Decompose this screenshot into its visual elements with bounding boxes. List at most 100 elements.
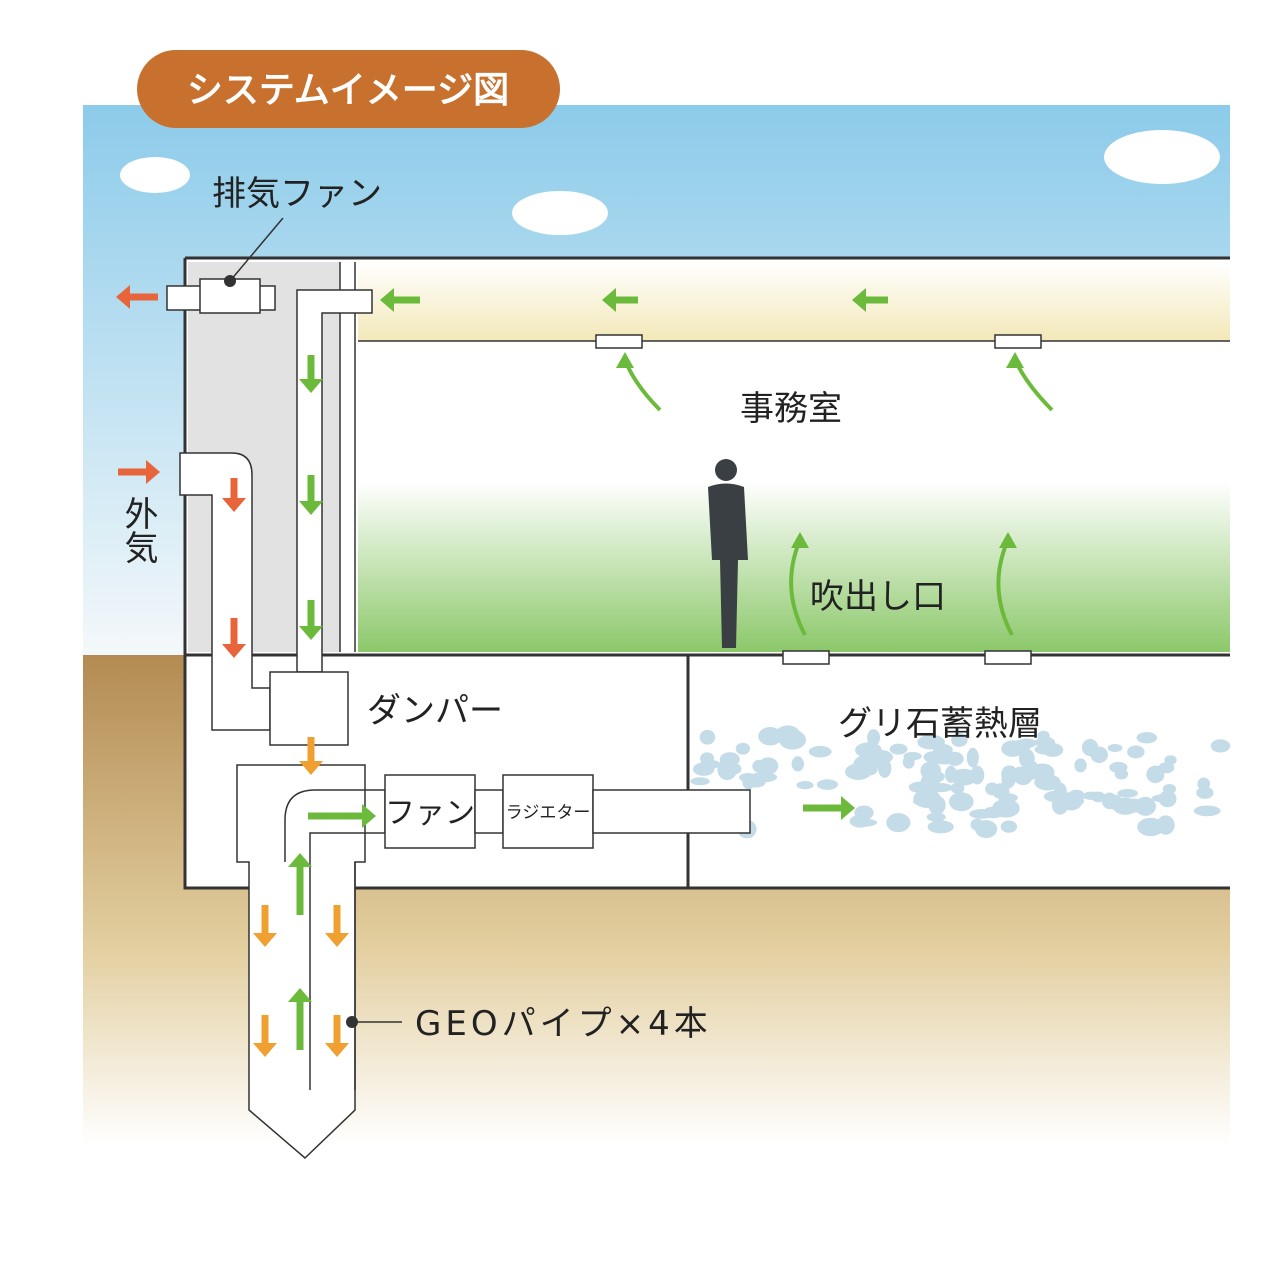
damper-box [269, 671, 349, 746]
stone [1196, 786, 1214, 799]
stone [966, 747, 979, 768]
stone [951, 733, 968, 747]
stone [902, 755, 915, 769]
stone [1112, 797, 1138, 815]
stone [1136, 732, 1158, 744]
arrow-head [299, 379, 323, 393]
arrow-head [791, 532, 809, 548]
stone [855, 742, 882, 758]
stone [1012, 739, 1029, 754]
stone [992, 783, 1010, 799]
stone [927, 820, 954, 834]
stone [1210, 739, 1231, 753]
stone [854, 805, 874, 820]
arrow-head [253, 1043, 277, 1057]
arrow-head [222, 498, 246, 512]
airflow-arrows [116, 285, 1054, 1057]
curved-arrow [996, 539, 1014, 636]
stone [1109, 761, 1128, 773]
stone [1193, 805, 1221, 817]
arrow-head [288, 988, 312, 1002]
stone [1134, 796, 1156, 816]
stone [1019, 768, 1046, 778]
label-geo-pipe: GEOパイプ×4本 [415, 1004, 712, 1044]
arrow-head [602, 288, 616, 312]
title-badge [137, 50, 560, 128]
geo-pipe [236, 764, 366, 1160]
label-radiator: ラジエター [506, 803, 591, 823]
stone [913, 797, 938, 807]
stone [1146, 765, 1165, 784]
arrow-head [999, 532, 1017, 548]
arrow-head [288, 853, 312, 867]
stone [853, 754, 879, 775]
stone [699, 729, 716, 745]
label-fan: ファン [385, 796, 475, 831]
stone [970, 818, 984, 831]
stone [816, 779, 838, 790]
stone [933, 744, 953, 756]
stone [1151, 794, 1176, 803]
stone [1037, 730, 1050, 741]
stone [1074, 758, 1087, 773]
arrow-head [146, 460, 160, 484]
stone [690, 777, 710, 786]
stone [1001, 770, 1016, 789]
stone [1117, 789, 1138, 798]
stone [1081, 791, 1103, 800]
label-outlet: 吹出し口 [810, 577, 946, 617]
arrow-head [616, 352, 634, 368]
arrow-head [841, 796, 855, 820]
stone [796, 781, 814, 790]
supply-duct [592, 789, 751, 834]
stone [700, 752, 715, 765]
arrow-head [299, 626, 323, 640]
label-outside-air: 外気 [118, 496, 158, 564]
clouds [120, 130, 1220, 235]
arrow-head [116, 285, 130, 309]
stone [920, 761, 942, 781]
stone [758, 757, 779, 775]
stone [950, 782, 965, 794]
stone [1054, 782, 1067, 801]
stone [931, 753, 957, 765]
stone [758, 726, 783, 746]
stone [889, 743, 908, 755]
stone [948, 792, 974, 812]
ceiling-plenum [358, 262, 1230, 341]
curved-arrow [789, 539, 807, 636]
stone [719, 752, 740, 767]
stone [1034, 744, 1058, 755]
stone [1000, 820, 1018, 833]
label-exhaust-fan: 排気ファン [212, 174, 382, 214]
title: システムイメージ図 [187, 70, 509, 111]
fan-box [384, 774, 476, 849]
arrow-head [253, 933, 277, 947]
stone [1107, 743, 1123, 752]
arrow-head [222, 644, 246, 658]
person-silhouette [708, 459, 748, 648]
arrow-head [362, 804, 376, 828]
label-stone-layer: グリ石蓄熱層 [838, 704, 1042, 744]
arrow-head [852, 288, 866, 312]
radiator-box [502, 774, 594, 849]
arrow-head [380, 288, 394, 312]
stone [982, 806, 1004, 819]
stone [1090, 746, 1108, 764]
stone [1127, 745, 1145, 759]
stone [1156, 815, 1175, 835]
stone [849, 818, 878, 827]
stone [735, 742, 751, 755]
stone [950, 768, 977, 786]
stone [1018, 748, 1035, 769]
arrow-head [1006, 352, 1024, 368]
stone [886, 813, 911, 833]
stone [926, 812, 946, 822]
arrow-head [299, 761, 323, 775]
stone [808, 745, 832, 758]
stone [775, 725, 801, 746]
label-damper: ダンパー [367, 691, 503, 731]
stone [926, 778, 939, 796]
